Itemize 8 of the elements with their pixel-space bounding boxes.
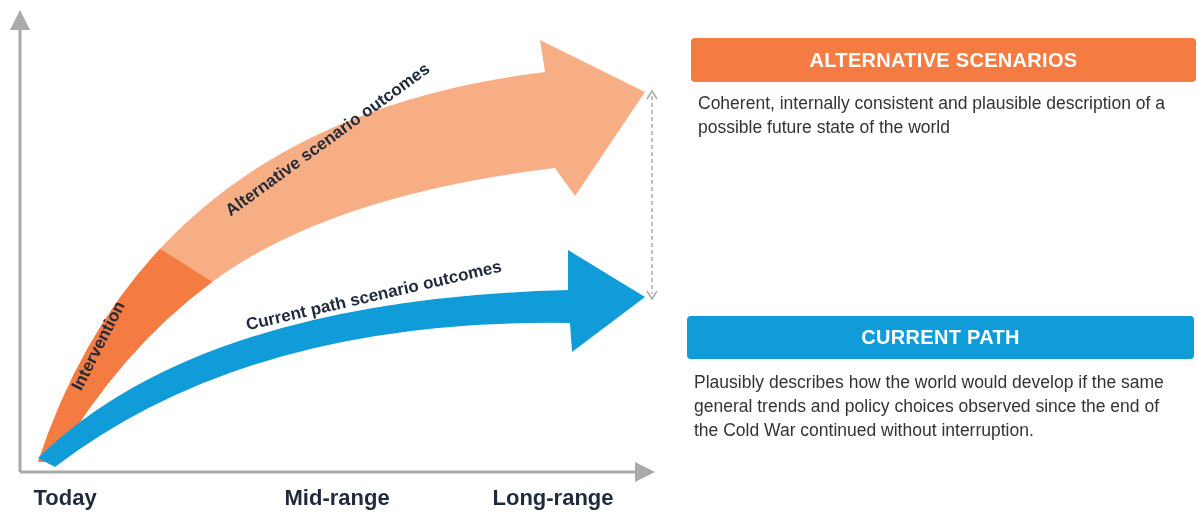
axis-label: Mid-range (284, 485, 390, 511)
axis-label: Today (33, 485, 97, 511)
axis-label: Long-range (492, 485, 614, 511)
scenario-header: ALTERNATIVE SCENARIOS (691, 38, 1196, 82)
scenario-description: Coherent, internally consistent and plausible description of a possible future state of the world (698, 92, 1166, 139)
scenario-description: Plausibly describes how the world would develop if the same general trends and policy choices observed since the end of the Cold War continued without interruption. (694, 371, 1165, 442)
scenario-header: CURRENT PATH (687, 316, 1194, 359)
arrow-label: Current path scenario outcomes (244, 256, 504, 336)
